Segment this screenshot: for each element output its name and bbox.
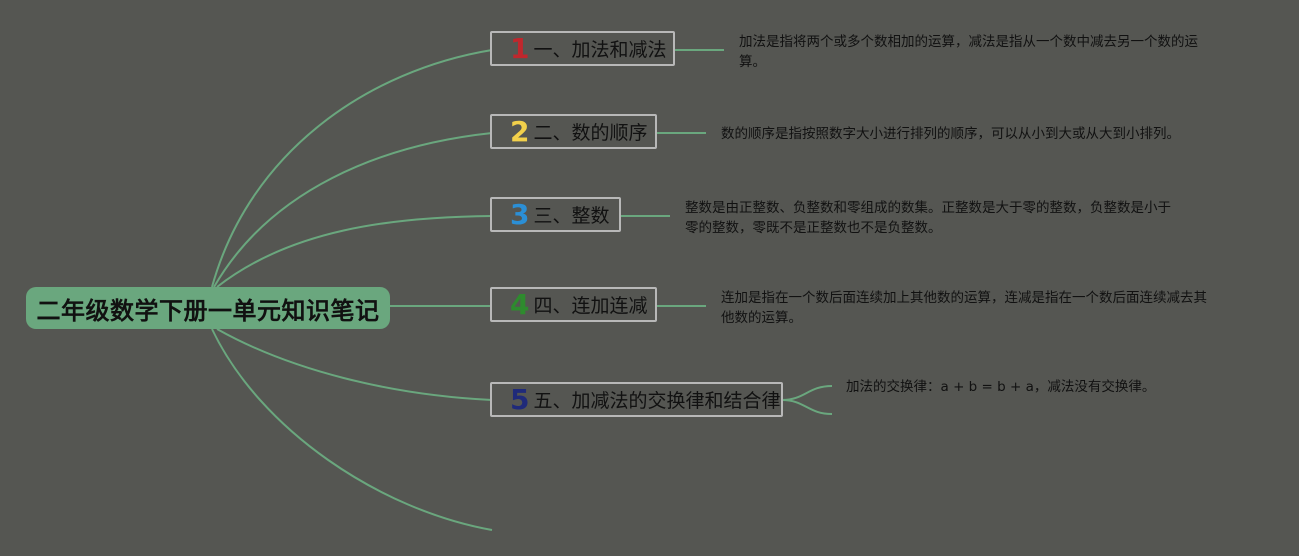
number-3-badge: 3	[510, 197, 530, 231]
topic-5[interactable]: 5 五、加减法的交换律和结合律	[490, 382, 783, 417]
topic-1[interactable]: 1 一、加法和减法	[490, 31, 675, 66]
number-2-badge: 2	[510, 114, 530, 148]
link-root-topic-1	[211, 49, 493, 288]
link-topic-5-note-a	[781, 385, 833, 401]
topic-4[interactable]: 4 四、连加连减	[490, 287, 657, 322]
topic-2[interactable]: 2 二、数的顺序	[490, 114, 657, 149]
number-1-badge: 1	[510, 31, 530, 65]
link-root-topic-5	[216, 328, 493, 401]
topic-1-note: 加法是指将两个或多个数相加的运算，减法是指从一个数中减去另一个数的运算。	[739, 34, 1198, 70]
topic-5-label: 五、加减法的交换律和结合律	[533, 390, 781, 412]
link-root-extra	[211, 328, 493, 531]
number-4-badge: 4	[510, 287, 530, 321]
link-root-topic-3	[216, 215, 493, 288]
topic-3[interactable]: 3 三、整数	[490, 197, 621, 232]
number-5-badge: 5	[510, 382, 530, 416]
topic-4-label: 四、连加连减	[533, 295, 648, 317]
link-topic-5-note-b	[781, 399, 833, 415]
topic-5-note: 加法的交换律：a + b = b + a，减法没有交换律。	[846, 379, 1156, 395]
topic-1-label: 一、加法和减法	[533, 39, 667, 61]
link-root-topic-2	[213, 132, 493, 288]
topic-2-note: 数的顺序是指按照数字大小进行排列的顺序，可以从小到大或从大到小排列。	[721, 126, 1180, 142]
topic-3-note: 整数是由正整数、负整数和零组成的数集。正整数是大于零的整数，负整数是小于零的整数…	[685, 200, 1171, 236]
topic-4-note: 连加是指在一个数后面连续加上其他数的运算，连减是指在一个数后面连续减去其他数的运…	[721, 290, 1207, 326]
topic-3-label: 三、整数	[533, 205, 610, 227]
root-topic[interactable]: 二年级数学下册一单元知识笔记	[26, 287, 390, 329]
topic-2-label: 二、数的顺序	[533, 122, 648, 144]
